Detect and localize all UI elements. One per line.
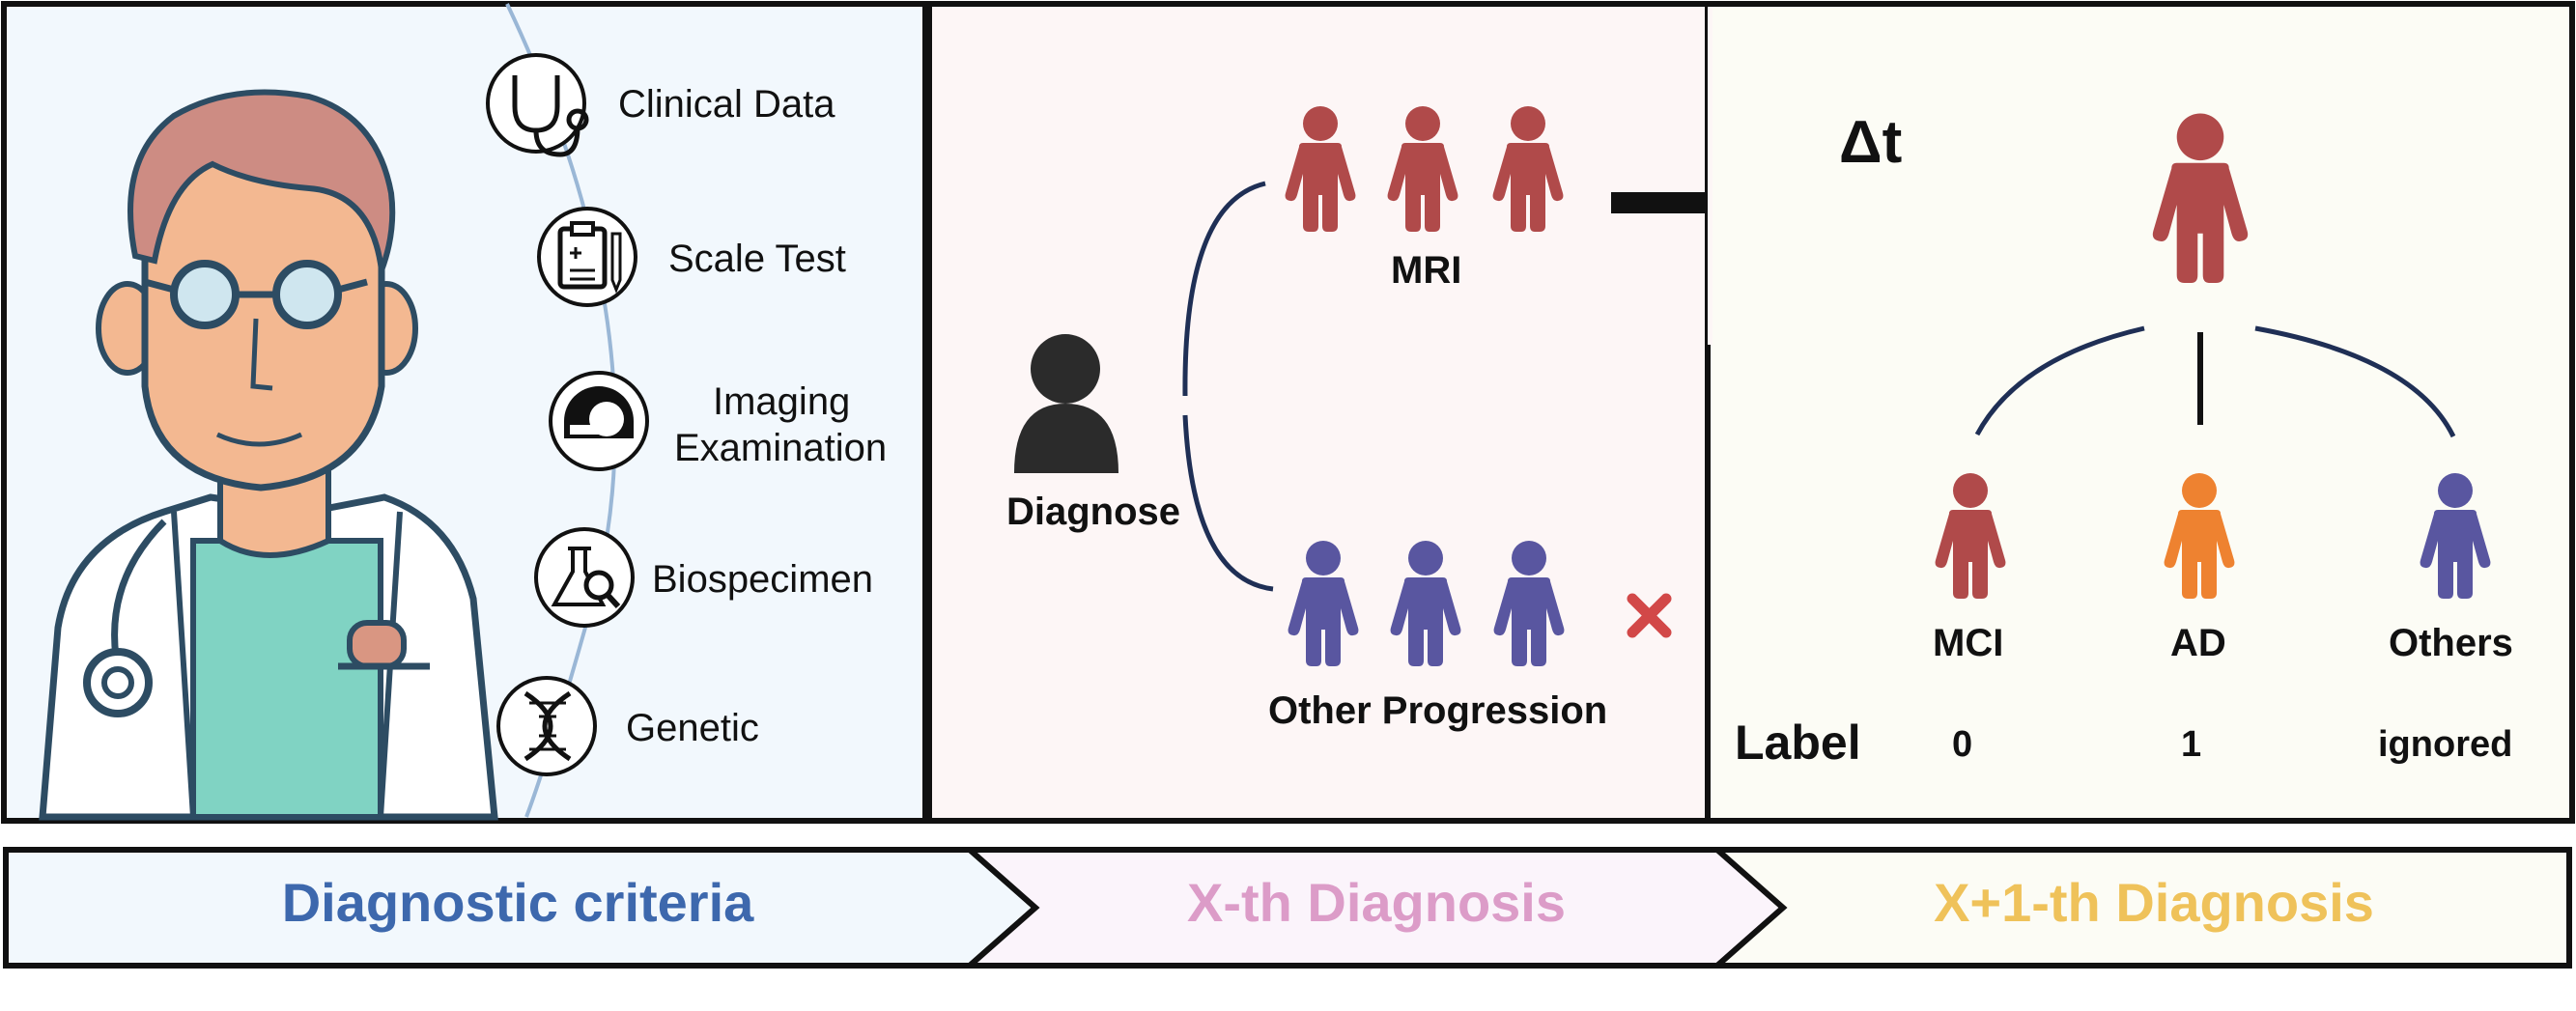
clipboard-icon — [537, 207, 637, 307]
criteria-label-clinical-data: Clinical Data — [618, 83, 835, 126]
mri-scanner-icon — [549, 371, 649, 471]
other-branch-curve — [1182, 414, 1274, 592]
criteria-label-biospecimen: Biospecimen — [652, 558, 874, 601]
outcome-name-others: Others — [2389, 622, 2513, 664]
dna-icon — [496, 676, 597, 776]
mri-label: MRI — [1391, 249, 1462, 292]
tab-next-diagnosis — [1710, 847, 2572, 969]
tab-label-xth-diagnosis: X-th Diagnosis — [1186, 872, 1567, 933]
others-branch-line — [2254, 325, 2456, 438]
stethoscope-icon — [486, 53, 589, 157]
mri-branch-curve — [1182, 181, 1266, 397]
criteria-label-scale-test: Scale Test — [668, 238, 846, 280]
doctor-illustration — [39, 89, 498, 821]
outcome-label-others: ignored — [2378, 724, 2513, 765]
flask-icon — [534, 527, 635, 628]
next-panel — [1705, 1, 2575, 824]
criteria-label-genetic: Genetic — [626, 707, 759, 749]
mci-branch-line — [1974, 325, 2145, 436]
tab-label-diagnostic-criteria: Diagnostic criteria — [281, 872, 754, 933]
diagnose-person-icon — [1014, 334, 1118, 473]
next-panel-top-fill — [1708, 7, 1713, 345]
outcome-name-mci: MCI — [1933, 622, 2004, 664]
delta-t-label: Δt — [1839, 109, 1903, 176]
outcome-label-mci: 0 — [1952, 724, 1973, 765]
criteria-label-examination: Examination — [674, 427, 888, 469]
outcome-name-ad: AD — [2170, 622, 2226, 664]
diagnose-label: Diagnose — [1006, 491, 1181, 533]
other-progression-label: Other Progression — [1268, 689, 1608, 732]
criteria-label-imaging: Imaging — [713, 380, 851, 423]
outcome-label-ad: 1 — [2181, 724, 2202, 765]
label-title: Label — [1735, 716, 1861, 770]
cross-icon — [1627, 593, 1672, 638]
tab-label-next-diagnosis: X+1-th Diagnosis — [1934, 872, 2374, 933]
